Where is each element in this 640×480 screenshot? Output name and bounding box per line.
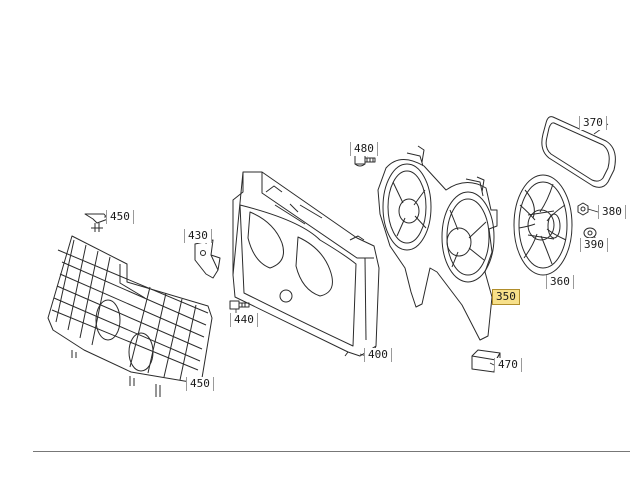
callout-390[interactable]: 390 xyxy=(580,238,608,252)
callout-470[interactable]: 470 xyxy=(494,358,522,372)
bracket-part-430 xyxy=(194,239,221,279)
callout-400[interactable]: 400 xyxy=(364,348,392,362)
fan-shroud-part-350 xyxy=(377,145,498,341)
callout-350[interactable]: 350 xyxy=(492,289,520,305)
callout-380[interactable]: 380 xyxy=(598,205,626,219)
radiator-frame-part-400 xyxy=(232,171,380,357)
leader-lines xyxy=(104,123,609,384)
clip-part-450 xyxy=(84,213,109,232)
callout-360[interactable]: 360 xyxy=(546,275,574,289)
bolt-part-480 xyxy=(354,154,376,167)
belt-part-370 xyxy=(541,116,616,188)
callout-440[interactable]: 440 xyxy=(230,313,258,327)
bottom-divider xyxy=(33,451,630,452)
screw-part-440 xyxy=(229,300,250,310)
grille-part-450 xyxy=(47,235,213,397)
fan-blade-part-360 xyxy=(513,174,573,276)
callout-480[interactable]: 480 xyxy=(350,142,378,156)
callout-430[interactable]: 430 xyxy=(184,229,212,243)
nut-part-380 xyxy=(577,202,589,216)
callout-450-clip[interactable]: 450 xyxy=(106,210,134,224)
callout-450-grille[interactable]: 450 xyxy=(186,377,214,391)
callout-370[interactable]: 370 xyxy=(579,116,607,130)
